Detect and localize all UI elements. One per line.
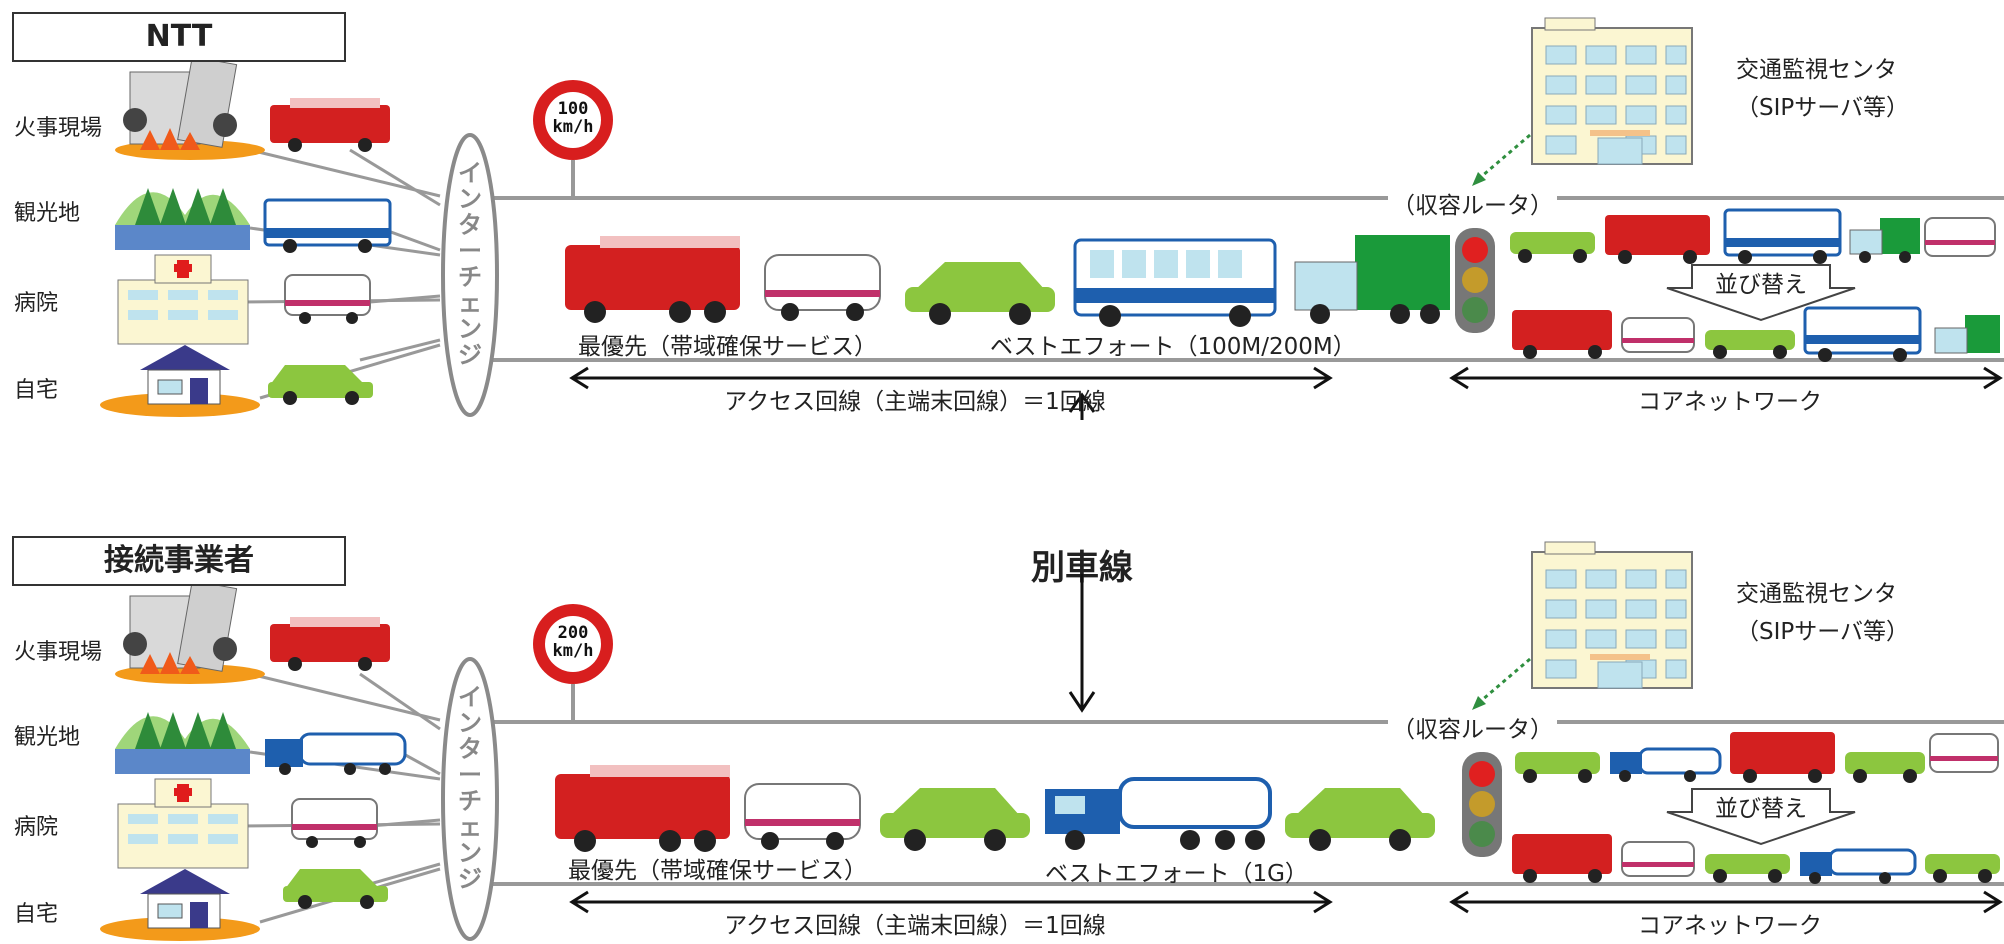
access-arrow [569, 890, 1333, 914]
monitoring-center-building [1531, 17, 1693, 165]
traffic-light [1455, 228, 1495, 333]
core-vehicles-row-2 [1512, 834, 2000, 884]
car-lane-2 [1285, 788, 1435, 851]
car-small [283, 869, 388, 909]
home-icon [100, 869, 260, 941]
speed-limit-unit: km/h [552, 117, 594, 137]
signal-arrow-dotted [1474, 133, 1531, 184]
fire-truck-lane [555, 765, 730, 852]
location-fire-site: 火事現場 [14, 116, 103, 141]
besteffort-label: ベストエフォート（100M/200M） [990, 334, 1356, 360]
core-network-label: コアネットワーク [1638, 913, 1822, 939]
core-arrow [1449, 890, 2003, 914]
ambulance-lane [744, 783, 861, 850]
fire-site-icon [115, 56, 265, 160]
car-small [268, 365, 373, 405]
location-home: 自宅 [14, 902, 59, 927]
location-sightseeing: 観光地 [14, 201, 81, 226]
interchange-label: インターチェンジ [458, 159, 482, 369]
signal-arrow-dotted [1474, 657, 1531, 708]
core-arrow [1449, 366, 2003, 390]
router-label: （収容ルータ） [1388, 710, 1557, 744]
fire-truck-small [270, 98, 390, 152]
priority-label: 最優先（帯域確保サービス） [578, 334, 877, 360]
location-home: 自宅 [14, 378, 59, 403]
core-network-label: コアネットワーク [1638, 389, 1822, 415]
tanker-truck-small [265, 732, 407, 775]
home-icon [100, 345, 260, 417]
core-vehicles-row-1 [1515, 732, 1999, 783]
carrier-diagram-graphics [100, 541, 2004, 941]
speed-limit-value: 200 [557, 623, 589, 643]
sort-label: 並び替え [1715, 272, 1807, 298]
location-hospital: 病院 [14, 815, 59, 840]
separate-lane-arrow-down [1068, 574, 1096, 713]
ntt-diagram-graphics [100, 17, 2004, 420]
sightseeing-icon [115, 188, 250, 250]
location-sightseeing: 観光地 [14, 725, 81, 750]
tanker-truck-lane [1045, 777, 1272, 850]
interchange-label: インターチェンジ [458, 683, 482, 893]
interchange-oval [441, 657, 499, 941]
panel-title: NTT [12, 12, 346, 62]
access-line-label: アクセス回線（主端末回線）＝1回線 [724, 913, 1106, 939]
fire-truck-small [270, 617, 390, 671]
speed-limit-unit: km/h [552, 641, 594, 661]
hospital-icon [117, 778, 249, 869]
sightseeing-icon [115, 712, 250, 774]
sort-label: 並び替え [1715, 796, 1807, 822]
car-lane [905, 262, 1055, 325]
access-arrow [569, 366, 1333, 390]
fire-site-icon [115, 580, 265, 684]
router-label: （収容ルータ） [1388, 186, 1557, 220]
sort-arrow [1666, 264, 1856, 322]
panel-title: 接続事業者 [12, 536, 346, 586]
center-label-line2: （SIPサーバ等） [1736, 619, 1910, 645]
car-lane-1 [880, 788, 1030, 851]
location-fire-site: 火事現場 [14, 640, 103, 665]
traffic-light [1462, 752, 1502, 857]
bus-lane [1073, 238, 1277, 327]
besteffort-label: ベストエフォート（1G） [1045, 861, 1308, 887]
speed-limit-value: 100 [557, 99, 589, 119]
separate-lane-arrow-up [1068, 392, 1096, 420]
ambulance-lane [764, 254, 881, 321]
monitoring-center-building [1531, 541, 1693, 689]
access-line-label: アクセス回線（主端末回線）＝1回線 [724, 389, 1106, 415]
center-label-line1: 交通監視センタ [1736, 581, 1897, 607]
center-label-line1: 交通監視センタ [1736, 57, 1897, 83]
interchange-oval [441, 133, 499, 417]
priority-label: 最優先（帯域確保サービス） [568, 858, 867, 884]
fire-truck-lane [565, 236, 740, 323]
truck-lane [1294, 235, 1450, 324]
ambulance-small [291, 798, 378, 848]
location-hospital: 病院 [14, 291, 59, 316]
hospital-icon [117, 254, 249, 345]
center-label-line2: （SIPサーバ等） [1736, 95, 1910, 121]
ambulance-small [284, 274, 371, 324]
core-vehicles-row-1 [1510, 208, 1996, 264]
sort-arrow [1666, 788, 1856, 846]
bus-small [263, 198, 392, 253]
core-vehicles-row-2 [1512, 306, 2000, 362]
